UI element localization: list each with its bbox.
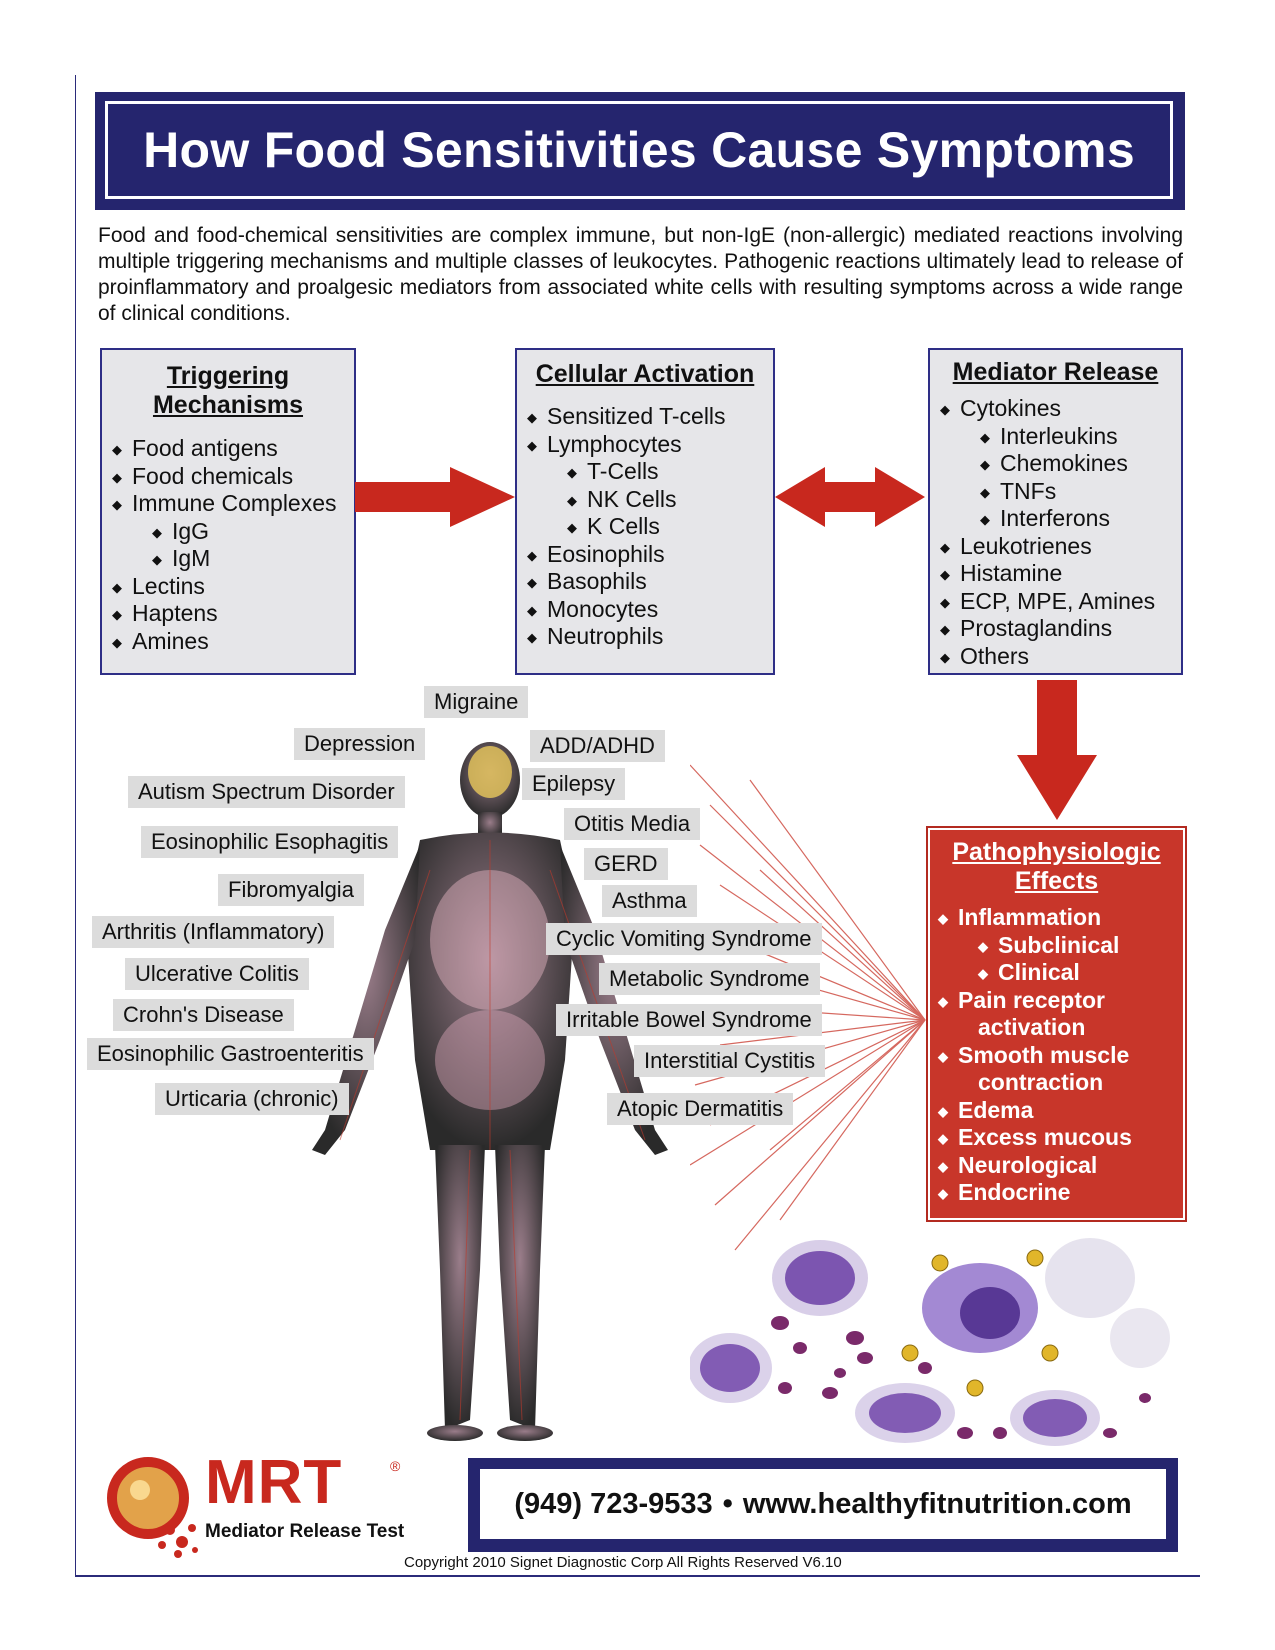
list-item: Lectins [112, 573, 354, 601]
triggering-list: Food antigens Food chemicals Immune Comp… [112, 435, 354, 656]
patho-heading: Pathophysiologic Effects [930, 838, 1183, 896]
mrt-tagline: Mediator Release Test [205, 1521, 405, 1542]
pathophysiologic-effects-box: Pathophysiologic Effects Inflammation Su… [926, 826, 1187, 1222]
condition-label: Urticaria (chronic) [155, 1083, 349, 1115]
cellular-list: Sensitized T-cells Lymphocytes T-Cells N… [527, 403, 773, 651]
right-arrow-icon [355, 467, 515, 527]
condition-label: Cyclic Vomiting Syndrome [546, 923, 822, 955]
mediator-heading: Mediator Release [952, 358, 1159, 386]
list-item: Interferons [980, 505, 1181, 533]
title-frame: How Food Sensitivities Cause Symptoms [105, 101, 1173, 199]
list-item: Clinical [978, 959, 1183, 987]
list-item: activation [978, 1014, 1086, 1040]
list-item: Excess mucous [938, 1124, 1183, 1152]
list-item: Neurological [938, 1152, 1183, 1180]
down-arrow-icon [1017, 680, 1097, 820]
condition-label: Fibromyalgia [218, 874, 364, 906]
patho-heading-line1: Pathophysiologic [952, 838, 1161, 866]
condition-label: Asthma [602, 885, 697, 917]
patho-heading-line2: Effects [1014, 867, 1099, 895]
list-item: Inflammation [938, 904, 1183, 932]
list-item: Leukotrienes [940, 533, 1181, 561]
bottom-margin-rule [75, 1575, 1200, 1577]
cellular-activation-box: Cellular Activation Sensitized T-cells L… [515, 348, 775, 675]
condition-label: Otitis Media [564, 808, 701, 840]
list-item: Pain receptor [938, 987, 1183, 1015]
triggering-heading: Triggering Mechanisms [102, 362, 354, 420]
intro-paragraph: Food and food-chemical sensitivities are… [98, 224, 1183, 325]
list-item: ECP, MPE, Amines [940, 588, 1181, 616]
list-item: T-Cells [567, 458, 773, 486]
list-item: NK Cells [567, 486, 773, 514]
website-link[interactable]: www.healthyfitnutrition.com [742, 1487, 1132, 1520]
condition-label: Metabolic Syndrome [599, 963, 820, 995]
triggering-heading-line1: Triggering [166, 362, 290, 390]
list-item: K Cells [567, 513, 773, 541]
registered-mark: ® [390, 1458, 401, 1474]
list-item: Subclinical [978, 932, 1183, 960]
condition-label-migraine: Migraine [424, 686, 529, 718]
cellular-heading: Cellular Activation [535, 360, 755, 388]
condition-label: Irritable Bowel Syndrome [556, 1004, 822, 1036]
list-item: Eosinophils [527, 541, 773, 569]
list-item: IgM [152, 545, 354, 573]
list-item: Immune Complexes [112, 490, 354, 518]
list-item: Chemokines [980, 450, 1181, 478]
list-item: Food chemicals [112, 463, 354, 491]
triggering-mechanisms-box: Triggering Mechanisms Food antigens Food… [100, 348, 356, 675]
condition-label: ADD/ADHD [530, 730, 665, 762]
mediator-list: Cytokines Interleukins Chemokines TNFs I… [940, 395, 1181, 671]
list-item: IgG [152, 518, 354, 546]
condition-label: Ulcerative Colitis [125, 958, 309, 990]
condition-label: Autism Spectrum Disorder [128, 776, 405, 808]
mrt-logo-icon [107, 1457, 198, 1558]
double-arrow-icon [775, 467, 925, 527]
left-margin-rule [75, 75, 76, 1575]
mediator-release-box: Mediator Release Cytokines Interleukins … [928, 348, 1183, 675]
list-item: Interleukins [980, 423, 1181, 451]
list-item: Edema [938, 1097, 1183, 1125]
condition-label: Interstitial Cystitis [634, 1045, 826, 1077]
triggering-heading-line2: Mechanisms [152, 391, 304, 419]
white-cells-illustration [690, 1238, 1170, 1446]
contact-frame: (949) 723-9533 • www.healthyfitnutrition… [478, 1467, 1168, 1541]
page-title: How Food Sensitivities Cause Symptoms [143, 122, 1135, 178]
list-item: Lymphocytes [527, 431, 773, 459]
human-body-illustration [312, 742, 668, 1441]
list-item: Prostaglandins [940, 615, 1181, 643]
title-banner [95, 92, 1185, 210]
condition-label: Atopic Dermatitis [607, 1093, 794, 1125]
phone-number[interactable]: (949) 723-9533 [514, 1487, 713, 1520]
condition-label: GERD [584, 848, 668, 880]
list-item: Basophils [527, 568, 773, 596]
list-item: Sensitized T-cells [527, 403, 773, 431]
list-item: Food antigens [112, 435, 354, 463]
list-item: Others [940, 643, 1181, 671]
condition-label: Eosinophilic Esophagitis [141, 826, 399, 858]
list-item: Haptens [112, 600, 354, 628]
condition-label: Crohn's Disease [113, 999, 294, 1031]
list-item: Cytokines [940, 395, 1181, 423]
condition-label: Epilepsy [522, 768, 626, 800]
list-item: Histamine [940, 560, 1181, 588]
list-item: Monocytes [527, 596, 773, 624]
mrt-logo-text: MRT [205, 1448, 343, 1517]
list-item: contraction [978, 1069, 1104, 1095]
patho-list: Inflammation Subclinical Clinical Pain r… [938, 904, 1183, 1207]
separator-dot: • [722, 1487, 733, 1520]
copyright-text: Copyright 2010 Signet Diagnostic Corp Al… [404, 1554, 842, 1571]
list-item: Neutrophils [527, 623, 773, 651]
list-item: Endocrine [938, 1179, 1183, 1207]
condition-label: Eosinophilic Gastroenteritis [87, 1038, 374, 1070]
condition-label: Arthritis (Inflammatory) [92, 916, 335, 948]
list-item: Smooth muscle [938, 1042, 1183, 1070]
list-item: TNFs [980, 478, 1181, 506]
list-item: Amines [112, 628, 354, 656]
condition-label: Depression [294, 728, 426, 760]
